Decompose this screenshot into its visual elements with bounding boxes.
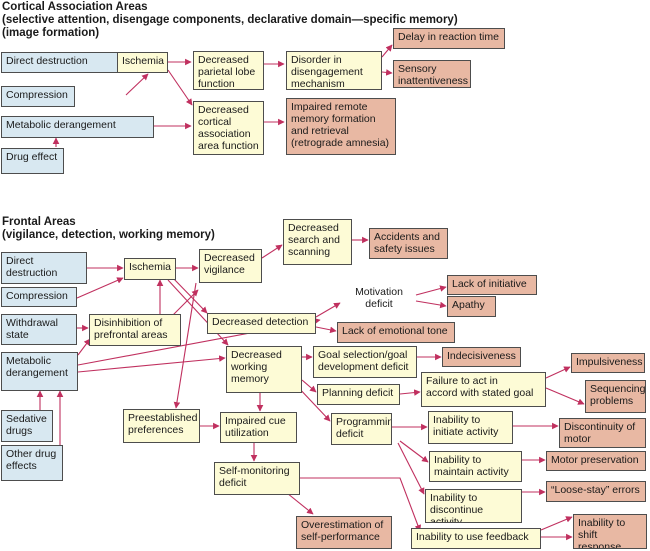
arrow [173,282,197,409]
node-f-ischemia: Ischemia [124,258,176,280]
node-f-discontinuity: Discontinuity of motor movement [559,418,646,448]
arrow [77,355,226,373]
arrow [545,387,585,405]
node-f-vigilance: Decreased vigilance [199,249,262,283]
arrow [301,379,317,393]
node-f-working-memory: Decreased working memory [226,346,302,393]
arrow [399,440,429,463]
node-f-sequencing: Sequencing problems [585,380,646,413]
node-f-impulsiveness: Impulsiveness [571,353,645,373]
cortical-title: Cortical Association Areas [2,1,148,13]
node-c-disorder: Disorder in disengagement mechanism [286,51,382,90]
node-f-compression: Compression [1,287,77,307]
node-f-emotional-tone: Lack of emotional tone [337,322,455,343]
arrow [77,338,91,356]
node-c-drug-effect: Drug effect [1,148,64,174]
node-f-impaired-cue: Impaired cue utilization [220,412,297,443]
node-f-goal: Goal selection/goal development deficit [313,346,417,378]
cortical-subtitle-2: (image formation) [2,27,100,39]
node-f-indecisiveness: Indecisiveness [442,347,521,367]
arrow [171,276,208,314]
arrow [381,69,393,76]
node-f-overestimation: Overestimation of self-performance [296,516,392,549]
node-f-sedative: Sedative drugs [1,410,53,442]
node-f-discontinue: Inability to discontinue activity [425,489,522,523]
cortical-section-title: Cortical Association Areas (selective at… [2,1,458,40]
node-f-loose-stay: “Loose-stay” errors [546,481,646,502]
node-c-parietal: Decreased parietal lobe function [193,51,264,90]
node-f-direct-destruction: Direct destruction [1,252,87,284]
node-f-failure: Failure to act in accord with stated goa… [421,372,546,407]
node-c-cortical-assoc: Decreased cortical association area func… [193,101,264,155]
arrow [261,244,283,259]
arrow [399,389,421,396]
node-f-other-drug: Other drug effects [1,445,63,481]
node-f-initiative: Lack of initiative [447,275,537,295]
arrow [415,285,447,296]
node-f-detection: Decreased detection [207,313,316,334]
node-c-metabolic-derangement: Metabolic derangement [1,116,154,138]
node-f-initiate: Inability to initiate activity [428,411,513,444]
arrow [167,69,193,106]
frontal-section-title: Frontal Areas (vigilance, detection, wor… [2,216,215,242]
node-f-feedback: Inability to use feedback [411,528,541,549]
node-c-delay-reaction: Delay in reaction time [393,28,505,49]
node-f-search: Decreased search and scanning [283,219,352,265]
node-f-accidents: Accidents and safety issues [369,228,448,259]
frontal-title: Frontal Areas [2,216,76,228]
node-f-programming: Programming deficit [331,413,392,445]
node-c-sensory: Sensory inattentiveness [393,60,471,88]
node-f-motor-preservation: Motor preservation [546,451,646,471]
node-f-withdrawal: Withdrawal state [1,314,77,345]
arrow [415,300,447,309]
arrow [125,73,149,96]
node-f-preestablished: Preestablished preferences [123,409,200,443]
arrow [540,516,573,531]
arrow [167,279,229,346]
node-f-maintain: Inability to maintain activity [429,451,522,482]
node-c-direct-destruction: Direct destruction [1,52,124,73]
node-f-shift-response: Inability to shift response [573,514,647,549]
arrow [76,277,124,299]
arrow [397,442,425,495]
arrow [315,326,337,334]
arrow [315,302,341,318]
frontal-subtitle: (vigilance, detection, working memory) [2,229,215,241]
node-c-ischemia: Ischemia [117,52,168,73]
node-f-apathy: Apathy [447,296,496,317]
node-f-motivation: Motivation deficit [355,286,403,310]
node-f-self-monitoring: Self-monitoring deficit [214,462,300,495]
node-f-planning: Planning deficit [317,384,400,405]
arrow [300,477,421,532]
arrow [381,44,393,58]
arrow [545,366,571,379]
node-c-compression: Compression [1,86,75,107]
node-c-remote-memory: Impaired remote memory formation and ret… [286,98,396,155]
node-f-metabolic: Metabolic derangement [1,352,78,391]
cortical-subtitle: (selective attention, disengage componen… [2,14,458,26]
node-f-disinhibition: Disinhibition of prefrontal areas [89,314,181,346]
